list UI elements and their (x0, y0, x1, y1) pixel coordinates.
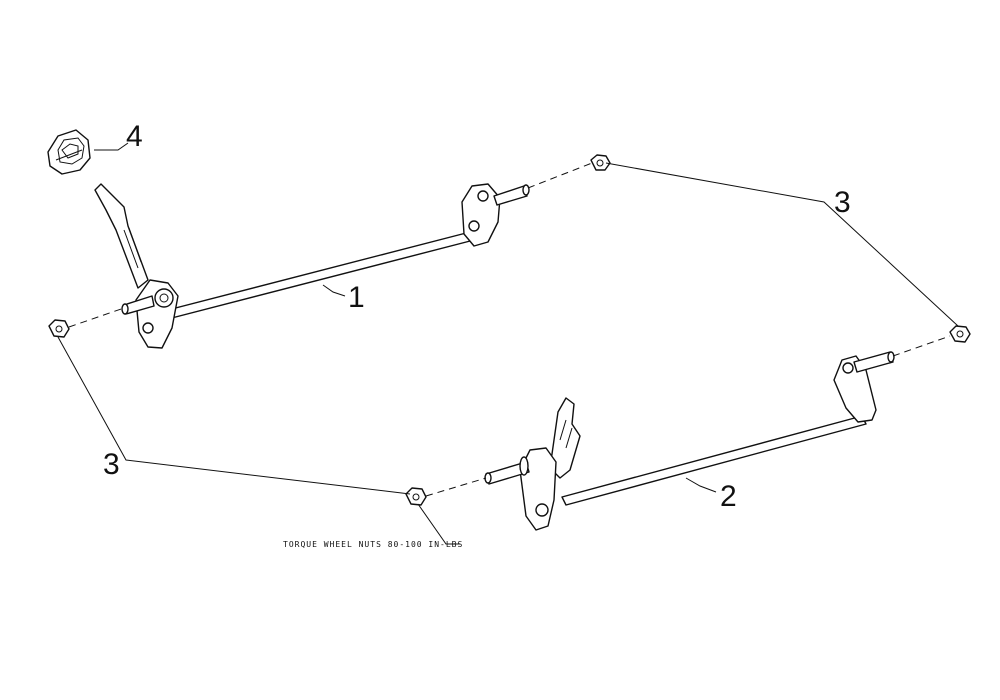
leader-line-2 (685, 477, 717, 493)
leader-line-4 (94, 142, 129, 151)
left-mount-plate-1 (135, 279, 179, 349)
callout-2: 2 (720, 480, 737, 513)
leader-line-3-lower (57, 336, 411, 495)
right-stub-axle-1 (493, 185, 528, 206)
height-lever-1 (94, 183, 149, 289)
front-axle-assembly (94, 183, 530, 349)
alignment-line (425, 477, 487, 497)
callout-3-upper: 3 (834, 186, 851, 219)
wheel-nut-far-left (48, 319, 70, 338)
alignment-line (527, 162, 593, 189)
axle-rod-1 (159, 231, 475, 321)
wheel-nut-center (405, 487, 427, 506)
callout-3-lower: 3 (103, 448, 120, 481)
wheel-nut-far-right (949, 325, 971, 343)
torque-note: TORQUE WHEEL NUTS 80-100 IN-LBS (283, 540, 463, 549)
callout-1: 1 (348, 281, 365, 314)
leader-line-1 (322, 284, 346, 297)
right-stub-axle-2 (853, 351, 894, 373)
alignment-line (68, 307, 125, 328)
leader-line-3-upper (605, 162, 959, 327)
right-mount-plate-2 (833, 355, 877, 423)
wheel-nut-upper-right (590, 154, 611, 171)
clip-part-4 (47, 129, 91, 175)
alignment-line (892, 335, 951, 357)
rear-axle-assembly (484, 351, 895, 531)
axle-rod-2 (561, 415, 867, 506)
callout-4: 4 (126, 120, 143, 153)
height-lever-2 (549, 397, 581, 479)
leader-line-note (417, 503, 460, 545)
